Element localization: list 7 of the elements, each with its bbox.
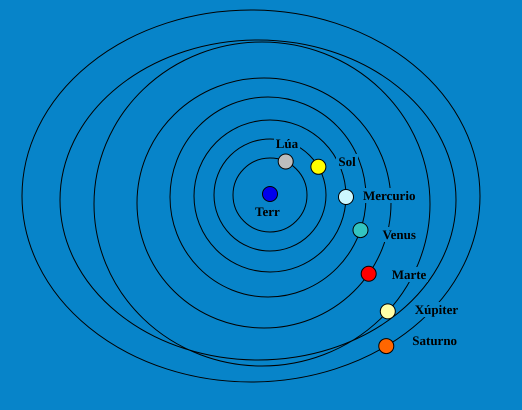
planet-name: Sol [336,154,358,169]
planet-name: Saturno [410,333,460,348]
planet-name: Xúpiter [412,302,460,318]
planet-name: Lúa [274,136,300,152]
planet-name: Marte [390,266,428,282]
planet-name: Venus [380,227,418,242]
planet-name: Mercurio [360,188,418,203]
